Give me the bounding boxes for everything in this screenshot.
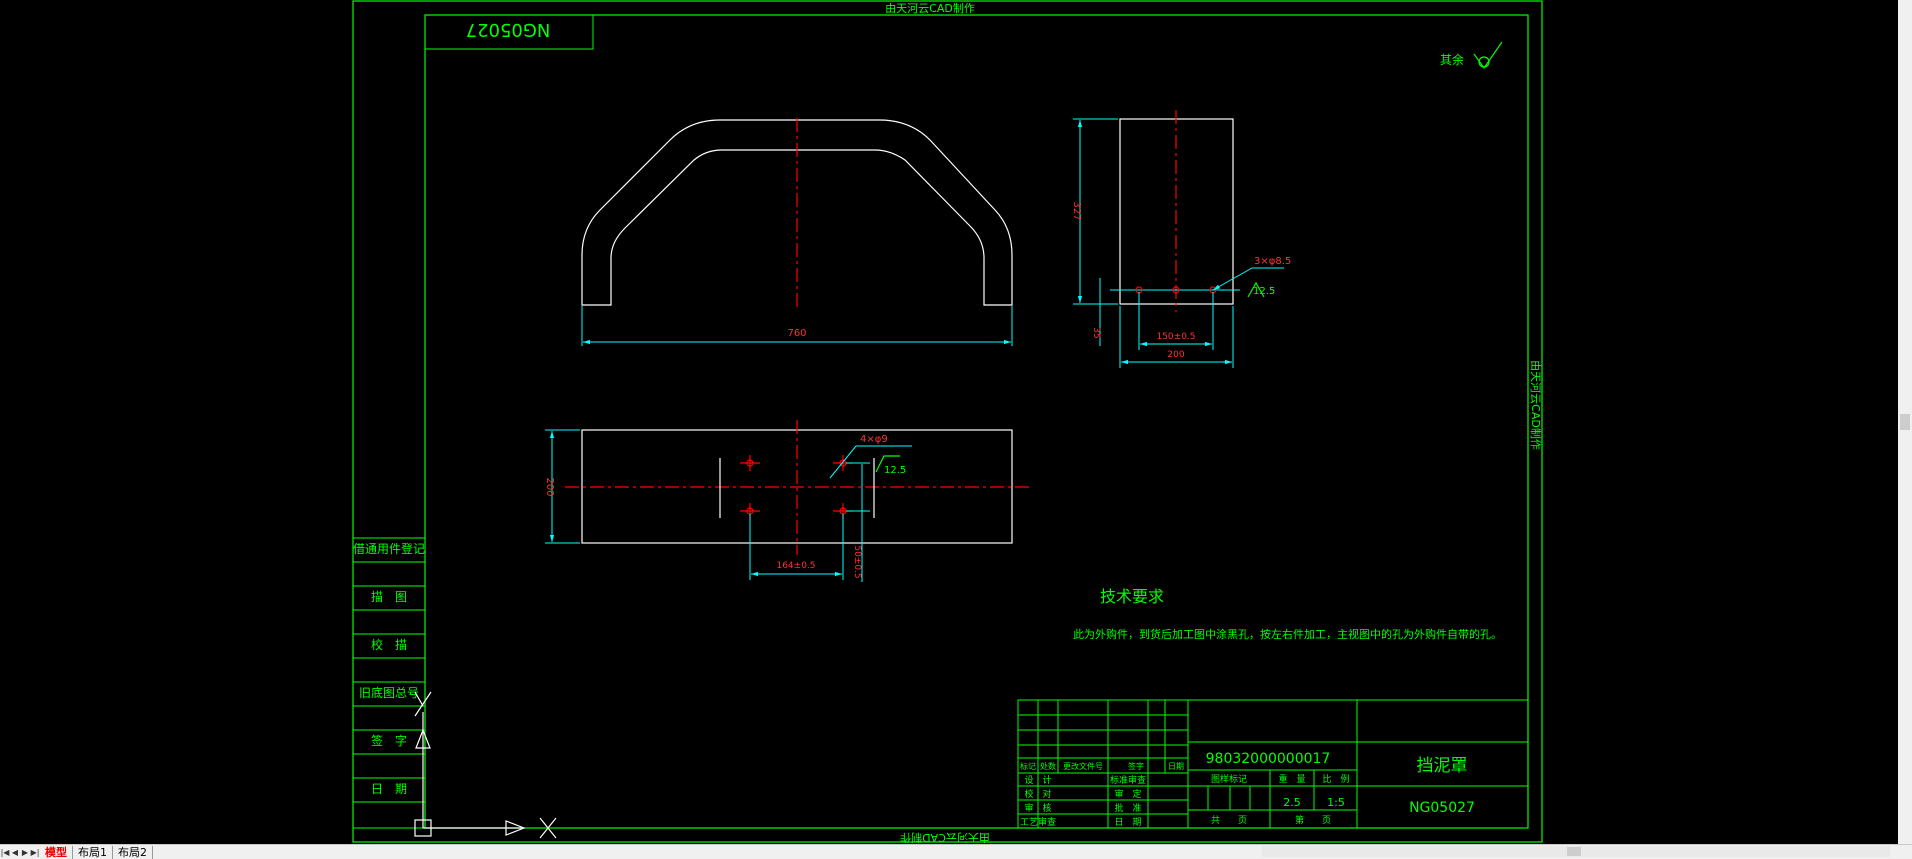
outer-frame <box>352 0 1543 843</box>
sheet-total: 共 页 <box>1211 815 1247 826</box>
front-view-dim-760: 760 <box>787 328 806 339</box>
ucs-icon <box>414 691 557 839</box>
stage-label: 图样标记 <box>1211 773 1247 785</box>
sign-right-2: 批 准 <box>1114 802 1141 814</box>
rev-label-0: 标记 <box>1020 761 1036 771</box>
plan-view-dim-164: 164±0.5 <box>776 561 815 571</box>
sign-left-3: 工艺审查 <box>1020 816 1056 828</box>
sign-right-0: 标准审查 <box>1110 774 1146 786</box>
watermark-bottom: 由天河云CAD制作 <box>900 831 990 844</box>
drawing-number: 98032000000017 <box>1206 751 1331 767</box>
next-tab-button[interactable]: ▶ <box>21 847 29 857</box>
plan-view-dim-200: 200 <box>544 477 555 496</box>
scale-value: 1:5 <box>1327 796 1345 809</box>
hscroll-thumb[interactable] <box>1567 847 1581 856</box>
scale-label: 比 例 <box>1322 773 1349 785</box>
tab-layout1[interactable]: 布局1 <box>73 845 113 859</box>
tab-layout2[interactable]: 布局2 <box>113 845 153 859</box>
weight-label: 重 量 <box>1278 773 1305 785</box>
side-view-roughness-icon <box>1247 281 1265 298</box>
plan-view-leader <box>829 445 857 479</box>
sign-right-3: 日 期 <box>1114 817 1141 828</box>
left-col-0: 借通用件登记 <box>353 541 425 556</box>
plan-view-roughness: 12.5 <box>884 465 906 476</box>
side-view: 327 35 150±0.5 200 3×φ8.5 12.5 <box>1071 110 1291 368</box>
code-box <box>424 14 594 50</box>
tech-note: 此为外购件，到货后加工图中涂黑孔，按左右件加工，主视图中的孔为外购件自带的孔。 <box>1073 627 1502 641</box>
code-box-text: NG05027 <box>466 19 551 40</box>
sign-left-2: 审 核 <box>1024 802 1051 814</box>
rev-label-4: 日期 <box>1168 762 1184 771</box>
part-name: 挡泥罩 <box>1417 756 1468 776</box>
side-view-dim-327: 327 <box>1071 201 1082 220</box>
watermark-top: 由天河云CAD制作 <box>885 1 975 15</box>
side-view-dim-150: 150±0.5 <box>1156 332 1195 342</box>
rev-label-3: 签字 <box>1128 761 1144 771</box>
part-code: NG05027 <box>1409 800 1475 816</box>
left-col-1: 描 图 <box>371 590 407 604</box>
left-col-5: 日 期 <box>371 782 407 796</box>
sheet-no: 第 页 <box>1295 814 1331 826</box>
inner-frame <box>424 14 1529 829</box>
side-view-hole-callout: 3×φ8.5 <box>1254 256 1291 267</box>
last-tab-button[interactable]: ▶| <box>30 847 40 857</box>
vscroll-thumb[interactable] <box>1900 414 1910 430</box>
side-view-leader <box>1212 267 1253 291</box>
vertical-scrollbar[interactable] <box>1898 0 1912 844</box>
sign-right-1: 审 定 <box>1114 788 1141 800</box>
front-view: 760 <box>581 118 1013 346</box>
tab-model[interactable]: 模型 <box>40 845 73 859</box>
front-view-outer <box>581 119 1013 306</box>
sign-left-1: 校 对 <box>1024 788 1051 800</box>
prev-tab-button[interactable]: ◀ <box>11 847 19 857</box>
watermark-right: 由天河云CAD制作 <box>1529 360 1543 450</box>
side-view-dim-35: 35 <box>1091 327 1101 338</box>
tech-title: 技术要求 <box>1100 587 1164 606</box>
left-col-4: 签 字 <box>371 733 407 748</box>
roughness-note: 其余 <box>1440 52 1464 67</box>
plan-view-dim-50: 50±0.5 <box>852 545 862 578</box>
horizontal-scrollbar[interactable] <box>1262 846 1890 857</box>
side-view-roughness: 12.5 <box>1253 286 1275 297</box>
plan-view-hole-callout: 4×φ9 <box>860 434 888 445</box>
side-view-dim-200: 200 <box>1167 350 1184 360</box>
left-col-3: 旧底图总号 <box>359 685 419 700</box>
rev-label-1: 处数 <box>1040 761 1056 771</box>
left-col-2: 校 描 <box>371 637 407 652</box>
roughness-symbol-icon <box>1473 41 1503 70</box>
sign-left-0: 设 计 <box>1024 774 1051 786</box>
left-column-table <box>352 537 426 829</box>
first-tab-button[interactable]: |◀ <box>0 847 10 857</box>
plan-view-roughness-icon <box>875 455 900 473</box>
plan-view: 200 164±0.5 50±0.5 4×φ9 12.5 <box>544 420 1032 582</box>
weight-value: 2.5 <box>1283 796 1301 809</box>
side-view-hole-2 <box>1172 286 1180 294</box>
title-block <box>1017 699 1529 829</box>
rev-label-2: 更改文件号 <box>1063 761 1103 771</box>
